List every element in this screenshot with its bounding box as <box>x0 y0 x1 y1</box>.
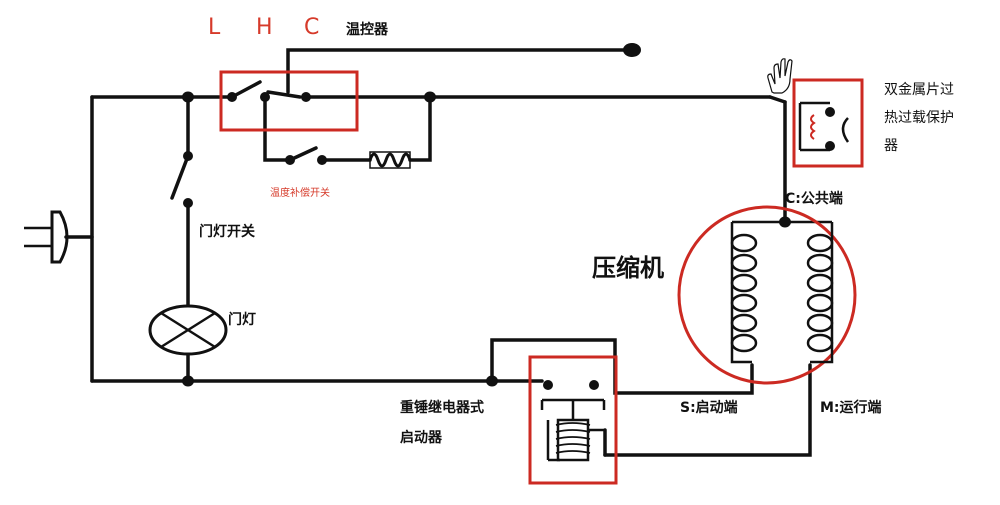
thermostat-highlight <box>219 70 359 132</box>
overload-protector <box>798 101 850 152</box>
common-terminal-label: C:公共端 <box>785 190 843 207</box>
overload-label-line2: 热过载保护 <box>884 110 954 126</box>
relay-highlight <box>528 355 618 485</box>
relay-label-line2: 启动器 <box>400 429 443 446</box>
overload-label-line1: 双金属片过 <box>884 82 954 98</box>
start-terminal-label: S:启动端 <box>680 399 738 416</box>
thermostat-switch <box>227 80 311 102</box>
terminal-c-label: C <box>304 15 319 40</box>
temp-comp-switch <box>285 146 327 165</box>
overload-label-line3: 器 <box>884 138 898 154</box>
door-lamp-label: 门灯 <box>228 311 256 328</box>
thermostat-label: 温控器 <box>346 21 389 38</box>
door-switch <box>170 151 193 208</box>
heater-coil-icon <box>368 151 412 169</box>
overload-highlight <box>792 78 864 168</box>
lamp-icon <box>148 304 228 356</box>
power-plug-icon <box>24 210 94 264</box>
temp-comp-switch-label: 温度补偿开关 <box>270 186 330 199</box>
terminal-l-label: L <box>208 15 221 40</box>
relay-starter <box>540 380 606 462</box>
compressor-highlight <box>677 205 857 385</box>
junction-dots <box>182 43 791 387</box>
relay-label-line1: 重锤继电器式 <box>400 399 484 416</box>
terminal-h-label: H <box>256 15 273 40</box>
door-switch-label: 门灯开关 <box>199 223 255 240</box>
compressor-windings <box>730 222 834 364</box>
main-wiring <box>90 48 832 457</box>
compressor-label: 压缩机 <box>592 254 664 282</box>
hand-cursor-icon <box>767 58 793 94</box>
run-terminal-label: M:运行端 <box>820 399 882 416</box>
